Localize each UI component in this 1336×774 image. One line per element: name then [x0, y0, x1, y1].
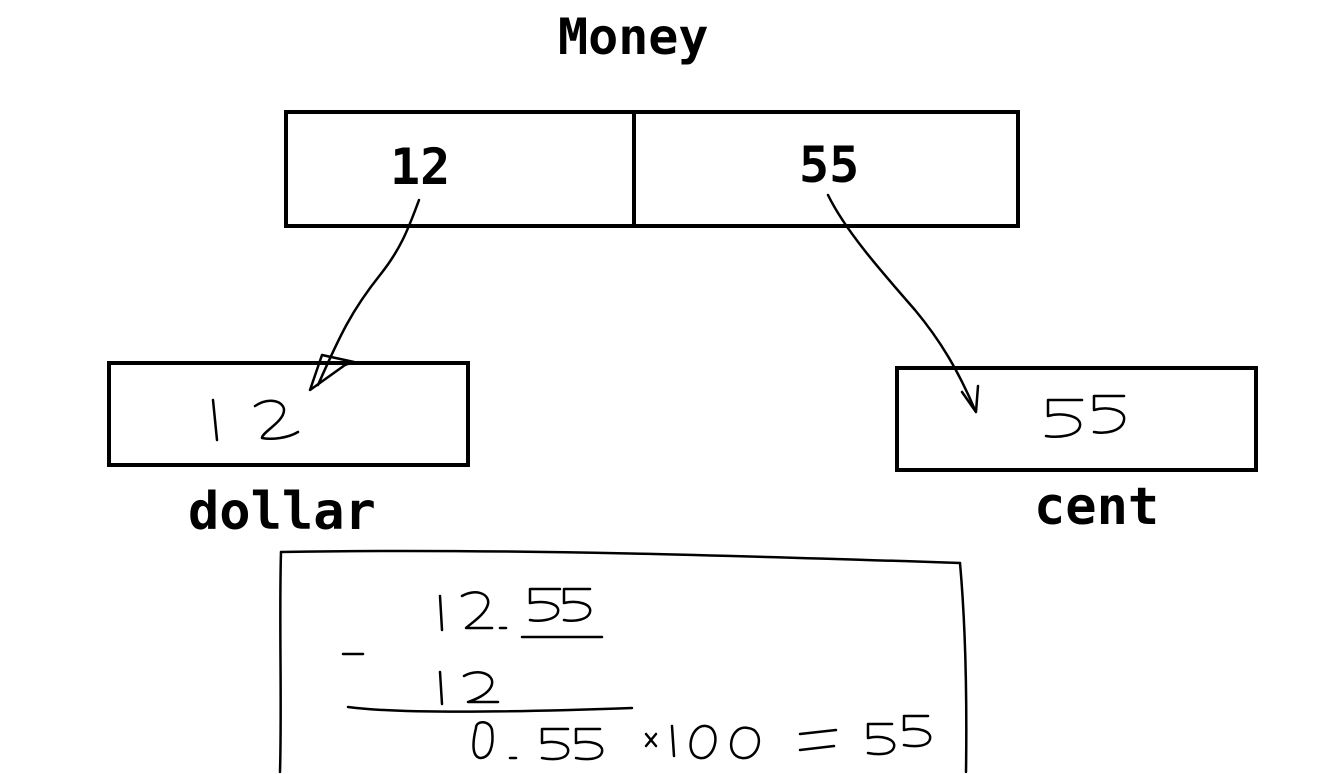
cent-variable-box: [895, 366, 1258, 472]
money-struct-box: [284, 110, 1020, 228]
dollar-value-handwritten: [211, 398, 300, 442]
arrow-cent: [826, 193, 980, 414]
diagram-title: Money: [558, 8, 709, 66]
arrow-dollar: [308, 198, 421, 392]
dollar-variable-box: [107, 361, 470, 467]
calculation-work: [341, 587, 932, 761]
cent-variable-label: cent: [1034, 477, 1160, 537]
cent-value-handwritten: [1044, 394, 1126, 438]
struct-cell-dollar-value: 12: [390, 138, 451, 196]
calculation-box: [278, 549, 968, 774]
dollar-variable-label: dollar: [188, 482, 376, 542]
struct-cell-cent-value: 55: [799, 136, 860, 194]
